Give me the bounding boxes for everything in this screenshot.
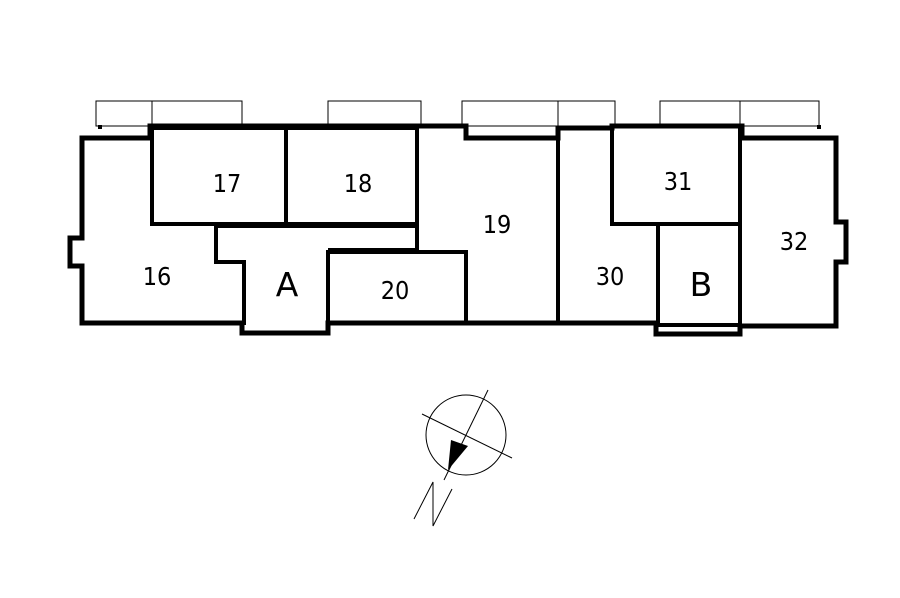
balcony	[739, 100, 820, 127]
unit-label-30: 30	[596, 262, 625, 291]
compass-cross-axis	[421, 413, 513, 459]
balcony-post	[817, 125, 821, 129]
unit-labels: 16 17 18 19 20 30 31 32 A B	[143, 167, 809, 305]
corridor-wall	[214, 224, 246, 325]
balcony	[659, 100, 741, 127]
partitions	[150, 126, 742, 327]
stair-label-b: B	[690, 265, 713, 304]
balcony-post	[98, 125, 102, 129]
balcony	[151, 100, 243, 127]
north-arrow-icon	[413, 389, 513, 527]
north-letter-icon	[413, 481, 453, 527]
unit-label-16: 16	[143, 262, 172, 291]
unit-label-20: 20	[381, 276, 410, 305]
stair-b-walls	[656, 224, 740, 327]
unit-label-17: 17	[213, 169, 242, 198]
balcony	[95, 100, 153, 127]
balconies	[95, 100, 821, 129]
unit-label-32: 32	[780, 227, 809, 256]
compass-needle	[448, 440, 468, 470]
unit-label-18: 18	[344, 169, 373, 198]
unit-label-19: 19	[483, 210, 512, 239]
unit-label-31: 31	[664, 167, 693, 196]
stair-label-a: A	[276, 265, 299, 304]
balcony	[461, 100, 559, 127]
compass-circle	[425, 394, 507, 476]
balcony	[327, 100, 422, 127]
unit-20-walls	[326, 250, 468, 325]
balcony	[557, 100, 616, 127]
outer-wall	[67, 123, 849, 337]
